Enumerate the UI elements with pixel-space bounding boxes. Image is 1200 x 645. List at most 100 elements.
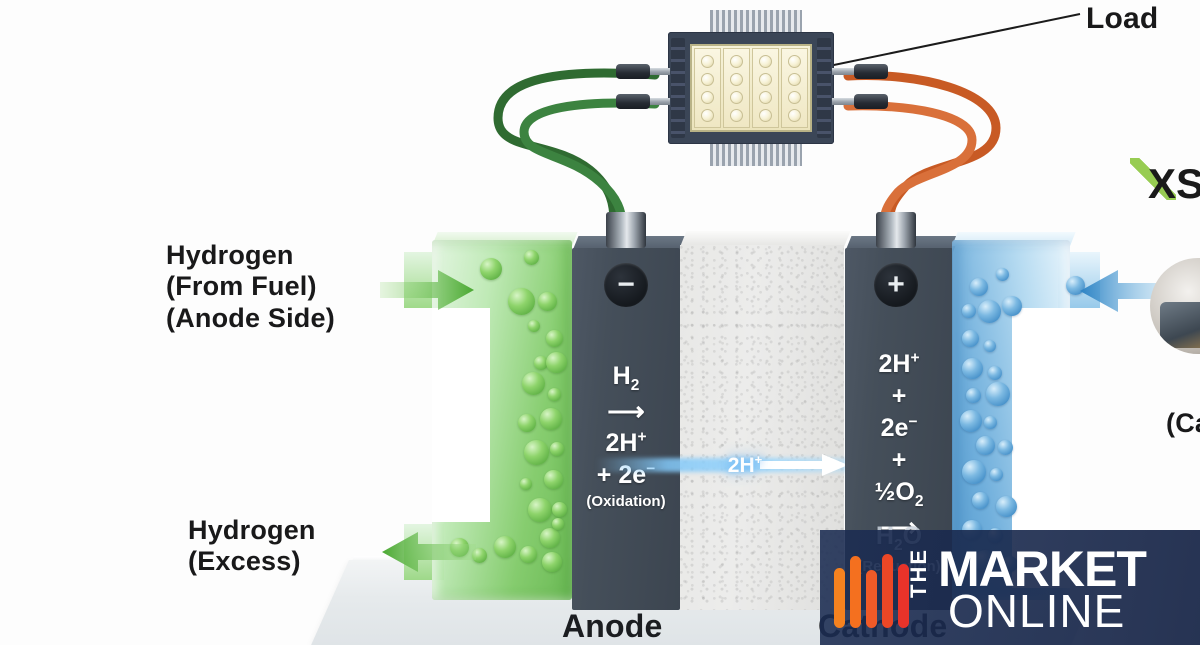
anode-reaction-arrow: ⟶ (607, 395, 645, 426)
wire-connector (616, 64, 650, 79)
led-lamp (788, 72, 801, 86)
watermark-bars-icon (834, 554, 909, 628)
hydrogen-inlet-arrow (380, 270, 474, 310)
load-lead-right-bottom (832, 98, 870, 105)
watermark-the-text: THE (906, 548, 931, 598)
hydrogen-bubble (542, 552, 562, 572)
led-lamp (730, 108, 743, 122)
hydrogen-excess-line1: Hydrogen (188, 515, 316, 545)
hydrogen-bubble (534, 356, 548, 370)
oxygen-bubble (988, 366, 1002, 380)
hydrogen-excess-arrow (382, 532, 476, 572)
hydrogen-bubble (546, 352, 567, 373)
hydrogen-excess-line2: (Excess) (188, 546, 301, 577)
led-lamp (701, 54, 714, 68)
anode-negative-sign: − (604, 263, 648, 307)
anode-reaction: H2 ⟶ 2H+ + 2e− (Oxidation) (572, 360, 680, 514)
hydrogen-bubble (508, 288, 535, 315)
oxygen-bubble (966, 388, 981, 403)
cathode-positive-sign: + (874, 263, 918, 307)
oxygen-bubble (962, 460, 986, 484)
oxygen-bubble (986, 382, 1010, 406)
wire-connector (854, 94, 888, 109)
load-lead-left-bottom (634, 98, 670, 105)
anode-terminal-post (606, 212, 646, 248)
proton-flow-label: 2H+ (700, 452, 790, 478)
cathode-side-label: (Ca (1166, 408, 1200, 438)
cathode-reaction-line-5: ½O2 (874, 478, 924, 510)
hydrogen-bubble (548, 388, 561, 401)
cathode-sign-glyph: + (887, 268, 905, 301)
watermark-bar (850, 556, 861, 628)
oxygen-bubble (978, 300, 1001, 323)
hydrogen-excess-label: Hydrogen (Excess) (188, 515, 316, 578)
hydrogen-inlet-line2: (From Fuel) (166, 271, 317, 302)
hydrogen-bubble (494, 536, 516, 558)
partner-logo-text: XS (1148, 160, 1200, 207)
led-array (690, 44, 812, 132)
cathode-reaction-line-3: 2e− (880, 413, 918, 442)
oxygen-bubble (972, 492, 989, 509)
anode-electrode (572, 248, 680, 610)
anode-channel-cutout (432, 308, 490, 522)
led-lamp (730, 54, 743, 68)
led-lamp (759, 90, 772, 104)
hydrogen-bubble (550, 442, 564, 456)
hydrogen-bubble (552, 518, 564, 530)
oxygen-bubble (998, 440, 1013, 455)
hydrogen-bubble (520, 478, 532, 490)
led-lamp (759, 108, 772, 122)
cathode-reaction-line-2: + (891, 382, 907, 410)
led-lamp (788, 90, 801, 104)
hydrogen-inlet-line3: (Anode Side) (166, 302, 335, 333)
hydrogen-bubble (540, 408, 562, 430)
led-column (752, 48, 779, 128)
oxygen-bubble (1002, 296, 1022, 316)
hydrogen-inlet-line1: Hydrogen (166, 240, 294, 270)
cathode-reaction: 2H+ + 2e− + ½O2 ⟶ (845, 348, 953, 543)
cathode-reaction-line-1: 2H+ (878, 349, 920, 378)
oxygen-bubble (984, 340, 996, 352)
hydrogen-bubble (538, 292, 557, 311)
oxygen-inlet-arrow (1080, 270, 1180, 312)
oxygen-bubble (996, 268, 1009, 281)
cathode-reaction-line-4: + (891, 446, 907, 474)
hydrogen-bubble (528, 320, 540, 332)
electrical-load-module[interactable] (616, 10, 888, 166)
hydrogen-bubble (544, 470, 563, 489)
oxygen-bubble (990, 468, 1003, 481)
oxygen-bubble (984, 416, 997, 429)
oxygen-bubble (996, 496, 1017, 517)
hydrogen-bubble (540, 528, 560, 548)
oxygen-bubble (970, 278, 988, 296)
watermark-bar (834, 568, 845, 628)
load-lead-left-top (634, 68, 670, 75)
hydrogen-bubble (522, 372, 545, 395)
watermark-overlay: THE MARKET ONLINE (820, 530, 1200, 645)
watermark-bar (882, 554, 893, 628)
led-lamp (788, 54, 801, 68)
led-lamp (701, 72, 714, 86)
led-column (694, 48, 721, 128)
load-lead-right-top (832, 68, 870, 75)
load-right-connector-block (817, 38, 831, 138)
led-lamp (759, 54, 772, 68)
watermark-bar (866, 570, 877, 628)
led-lamp (730, 72, 743, 86)
anode-reaction-line-1: H2 (612, 362, 640, 394)
led-lamp (759, 72, 772, 86)
watermark-market-text: MARKET (938, 541, 1147, 597)
oxygen-bubble (960, 410, 982, 432)
hydrogen-bubble (520, 546, 537, 563)
oxygen-bubble (1066, 276, 1085, 295)
watermark-online-text: ONLINE (948, 585, 1126, 637)
anode-reaction-line-2: 2H+ (605, 428, 647, 458)
oxygen-bubble (962, 358, 983, 379)
led-lamp (788, 108, 801, 122)
wire-connector (616, 94, 650, 109)
hydrogen-inlet-label: Hydrogen (From Fuel) (Anode Side) (166, 240, 335, 334)
hydrogen-bubble (480, 258, 502, 280)
oxygen-bubble (976, 436, 995, 455)
anode-reaction-note: (Oxidation) (586, 493, 666, 511)
